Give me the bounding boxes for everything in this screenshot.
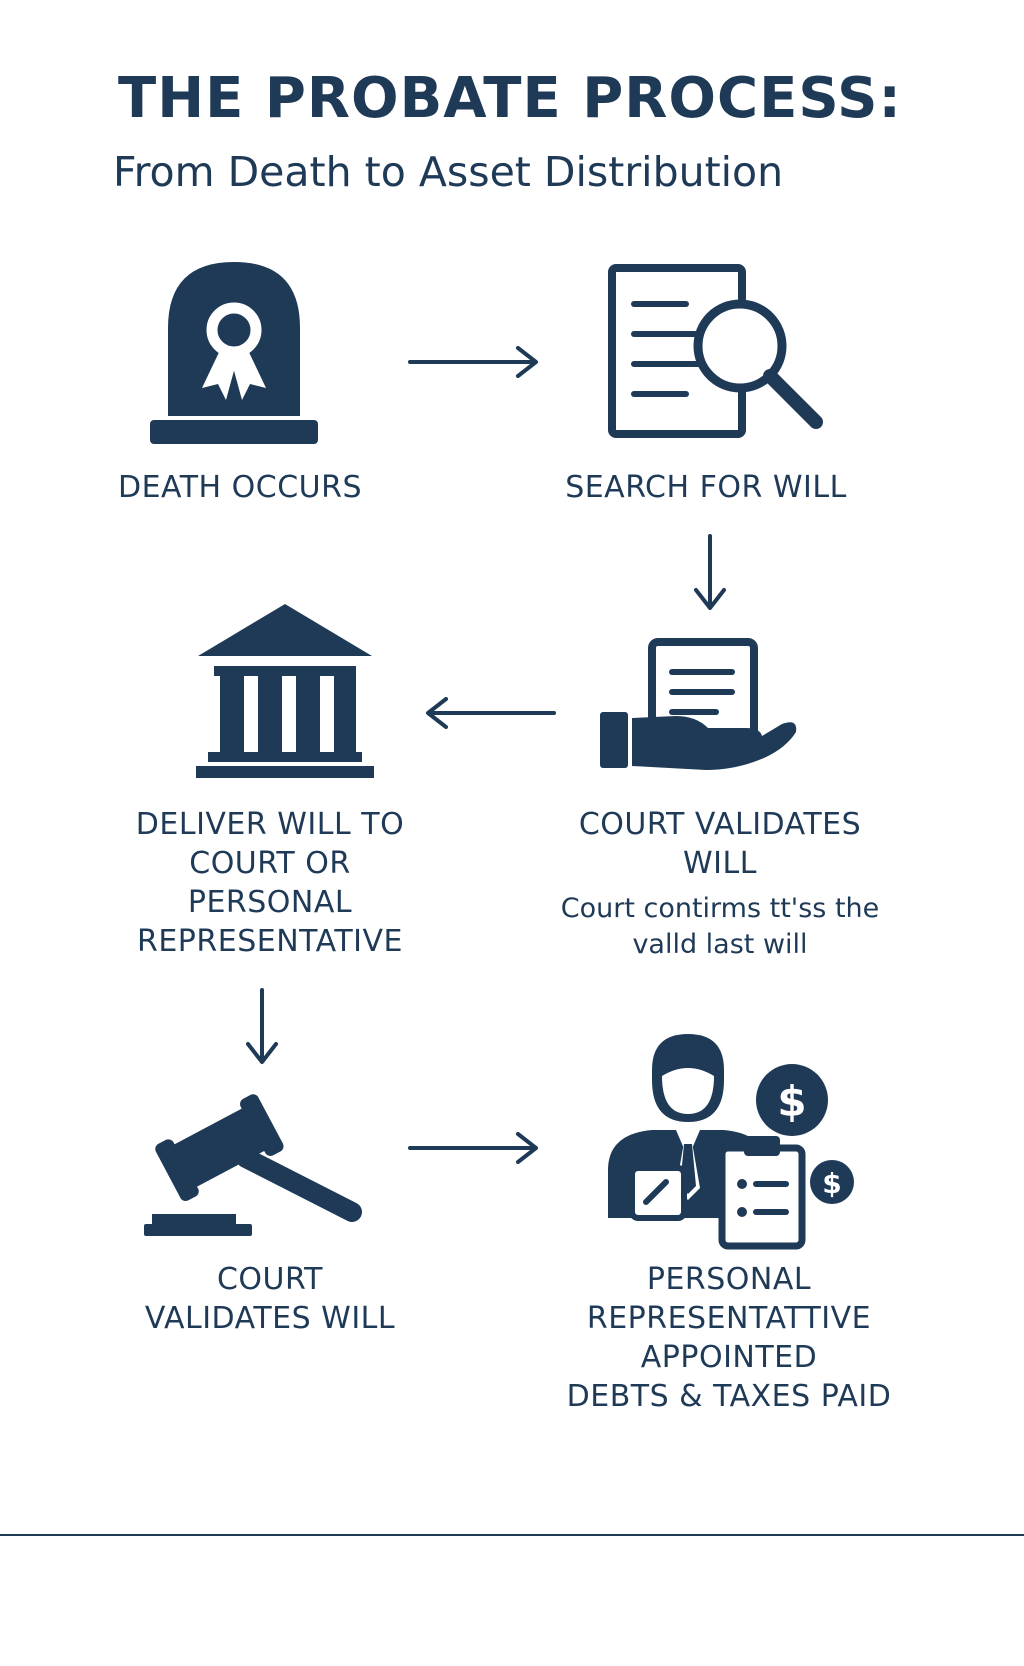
step-label-line: VALIDATES WILL [144,1301,396,1336]
step-label-line: REPRESENTATTIVE [586,1301,872,1336]
step-label-deliver-will: DELIVER WILL TO COURT OR PERSONAL REPRES… [100,805,440,961]
step-label-line: COURT OR [189,846,351,881]
step-label-death-occurs: DEATH OCCURS [90,468,390,507]
step-label-line: SEARCH FOR WILL [565,470,847,505]
step-label-line: PERSONAL [187,885,353,920]
step-label-line: DEATH OCCURS [117,470,363,505]
representative-money-icon: $ $ [608,1034,854,1250]
step-label-line: COURT [216,1262,323,1297]
step-note-court-confirms: Court contirms tt'ss the valld last will [540,891,900,963]
svg-text:$: $ [822,1167,841,1200]
svg-text:$: $ [777,1077,806,1126]
step-note-line: Court contirms tt'ss the [560,893,880,924]
page-subtitle: From Death to Asset Distribution [113,148,784,196]
step-note-line: valld last will [632,929,808,960]
arrow-right-icon [408,346,538,378]
step-label-line: APPOINTED [640,1340,818,1375]
page-title: THE PROBATE PROCESS: [118,66,902,131]
arrow-down-icon [246,988,278,1064]
courthouse-icon [196,604,374,778]
step-label-court-validates-will-gavel: COURT VALIDATES WILL [100,1260,440,1338]
footer-divider [0,1534,1024,1536]
step-label-line: WILL [683,846,757,881]
step-label-line: REPRESENTATIVE [137,924,403,959]
step-label-court-validates-will: COURT VALIDATES WILL [550,805,890,883]
step-label-line: PERSONAL [646,1262,812,1297]
step-label-line: DEBTS & TAXES PAID [566,1379,892,1414]
step-label-personal-representative: PERSONAL REPRESENTATTIVE APPOINTED DEBTS… [544,1260,914,1416]
step-label-line: DELIVER WILL TO [135,807,405,842]
arrow-right-icon [408,1132,538,1164]
hand-document-icon [600,638,797,770]
arrow-left-icon [426,697,556,729]
document-magnifier-icon [608,264,823,438]
arrow-down-icon [694,534,726,610]
step-label-line: COURT VALIDATES [578,807,862,842]
gavel-icon [144,1094,362,1236]
step-label-search-for-will: SEARCH FOR WILL [536,468,876,507]
headstone-ribbon-icon [150,262,318,444]
